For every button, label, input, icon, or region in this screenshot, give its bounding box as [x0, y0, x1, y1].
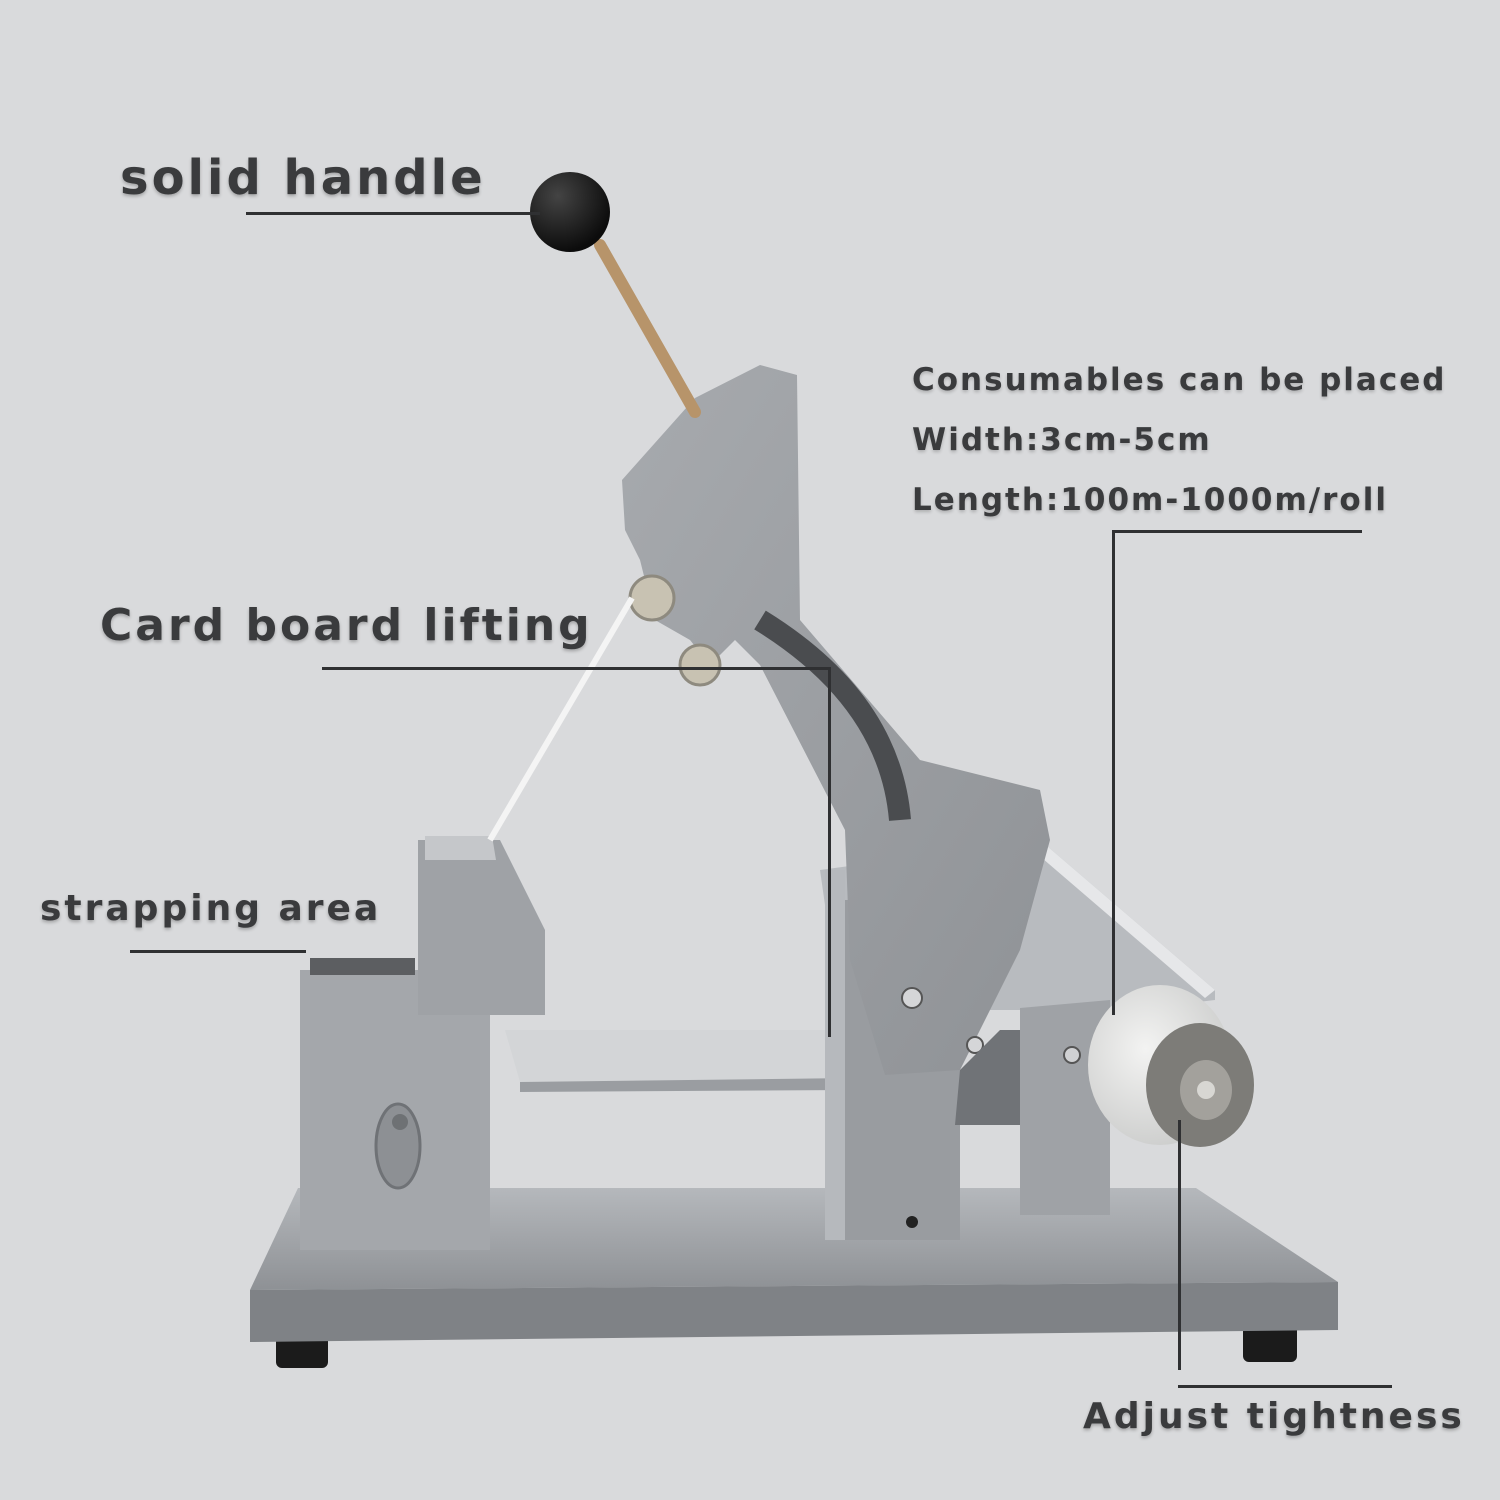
- strapping-area-label: strapping area: [40, 888, 382, 929]
- card-tray: [505, 1030, 852, 1092]
- main-arm: [622, 365, 1050, 1075]
- tape-strip: [487, 596, 635, 842]
- tape-roll: [1088, 985, 1254, 1147]
- adjust-tightness-label: Adjust tightness: [1083, 1396, 1465, 1437]
- card-board-lifting-label: Card board lifting: [100, 600, 593, 651]
- length-spec: Length:100m-1000m/roll: [912, 482, 1388, 518]
- card-board-leader-h: [322, 667, 830, 670]
- strapping-leader: [130, 950, 306, 953]
- consumables-text: Consumables can be placed: [912, 362, 1447, 398]
- card-board-leader-v: [828, 667, 831, 1037]
- consumables-leader-v: [1112, 530, 1115, 1015]
- solid-handle-leader: [246, 212, 540, 215]
- strapping-housing: [300, 836, 545, 1250]
- solid-handle-label: solid handle: [120, 150, 486, 206]
- gear: [955, 1030, 1030, 1125]
- consumables-leader-h: [1114, 530, 1362, 533]
- consumables-specs: Consumables can be placed Width:3cm-5cm …: [912, 350, 1446, 530]
- adjust-leader-h: [1178, 1385, 1392, 1388]
- adjust-leader-v: [1178, 1120, 1181, 1370]
- width-spec: Width:3cm-5cm: [912, 422, 1212, 458]
- solid-handle: [530, 172, 701, 418]
- roll-bracket: [1020, 1000, 1110, 1215]
